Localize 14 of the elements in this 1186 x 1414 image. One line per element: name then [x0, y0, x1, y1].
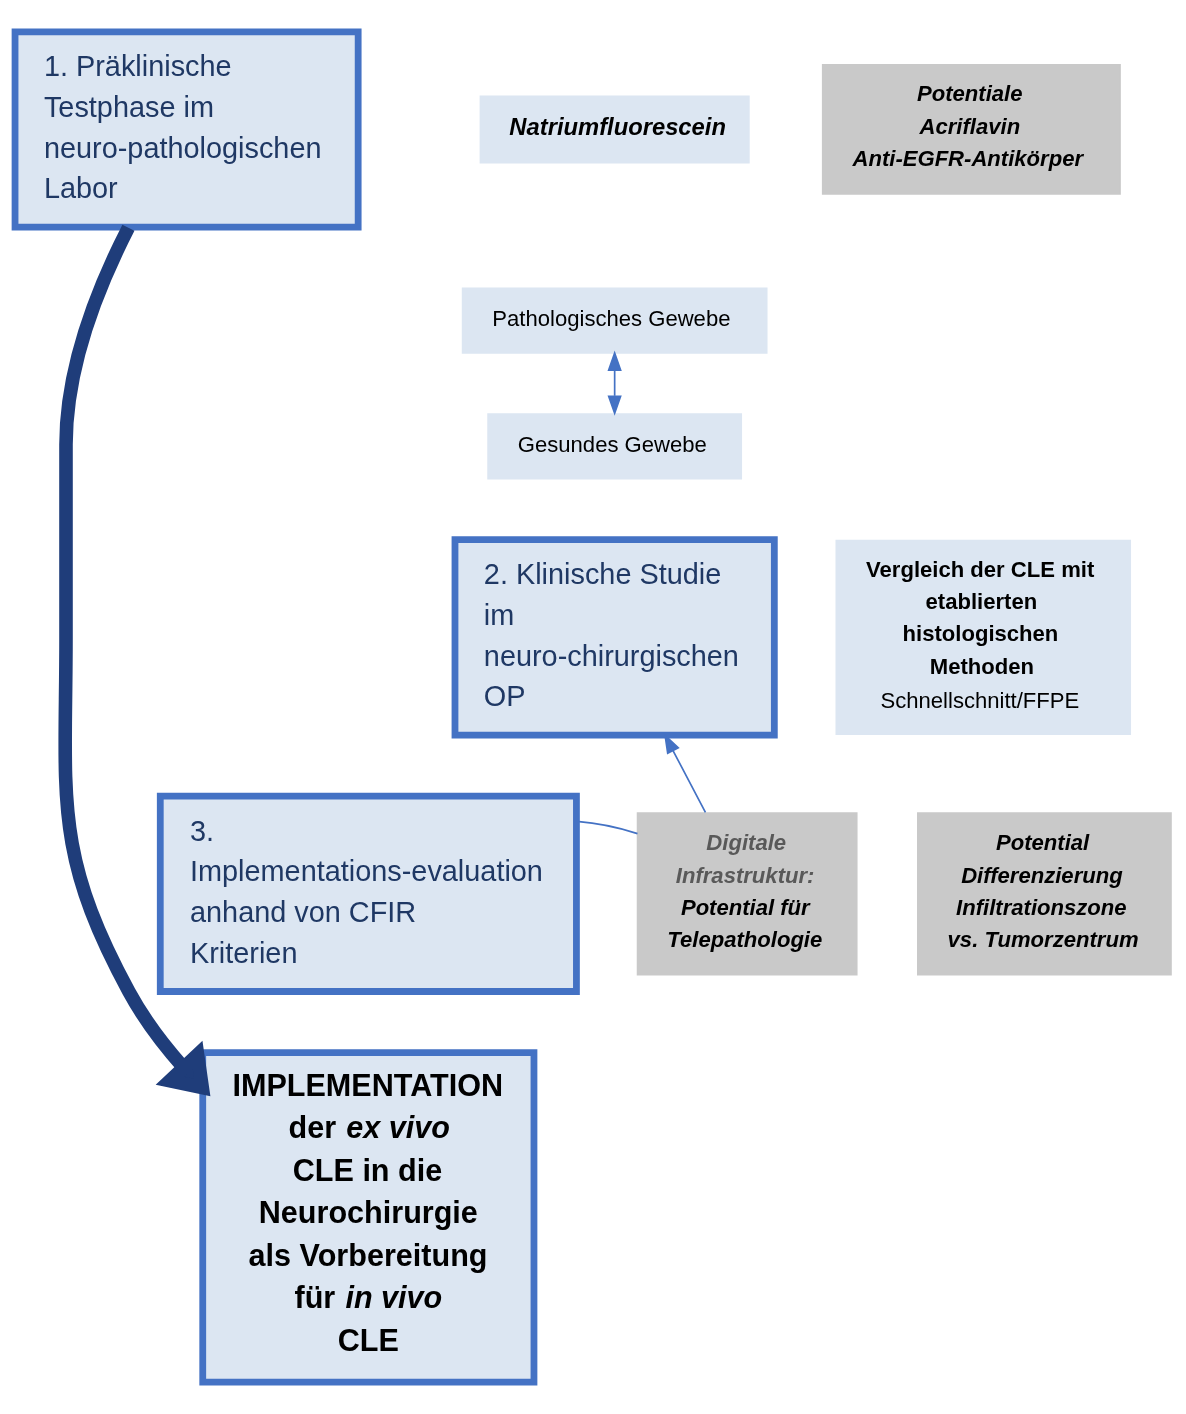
node-box: IMPLEMENTATION der ex vivo CLE in die Neurochirurgie als Vorbereitung für in vivo CLE	[199, 1049, 538, 1386]
connector	[576, 820, 639, 835]
arrow	[58, 224, 211, 1097]
node-box: 2. Klinische Studie im neuro-chirurgischen OP	[451, 536, 778, 739]
node-box: Pathologisches Gewebe	[461, 287, 768, 354]
node-box: 3. Implementations-evaluation anhand von CFIR Kriterien	[156, 792, 580, 995]
node-box: Vergleich der CLE mit etablierten histologischen Methoden Schnellschnitt/FFPE	[835, 539, 1132, 736]
node-box: Potential Differenzierung Infiltrationszone vs. Tumorzentrum	[917, 812, 1172, 976]
arrow	[607, 350, 622, 416]
node-box: Digitale Infrastruktur: Potential für Telepathologie	[636, 812, 858, 976]
node-box: Natriumfluorescein	[479, 95, 750, 164]
node-box: Gesundes Gewebe	[487, 413, 743, 480]
node-box: Potentiale Acriflavin Anti-EGFR-Antikörper	[821, 64, 1121, 195]
node-box: 1. Präklinische Testphase im neuro-pathologischen Labor	[11, 28, 362, 231]
